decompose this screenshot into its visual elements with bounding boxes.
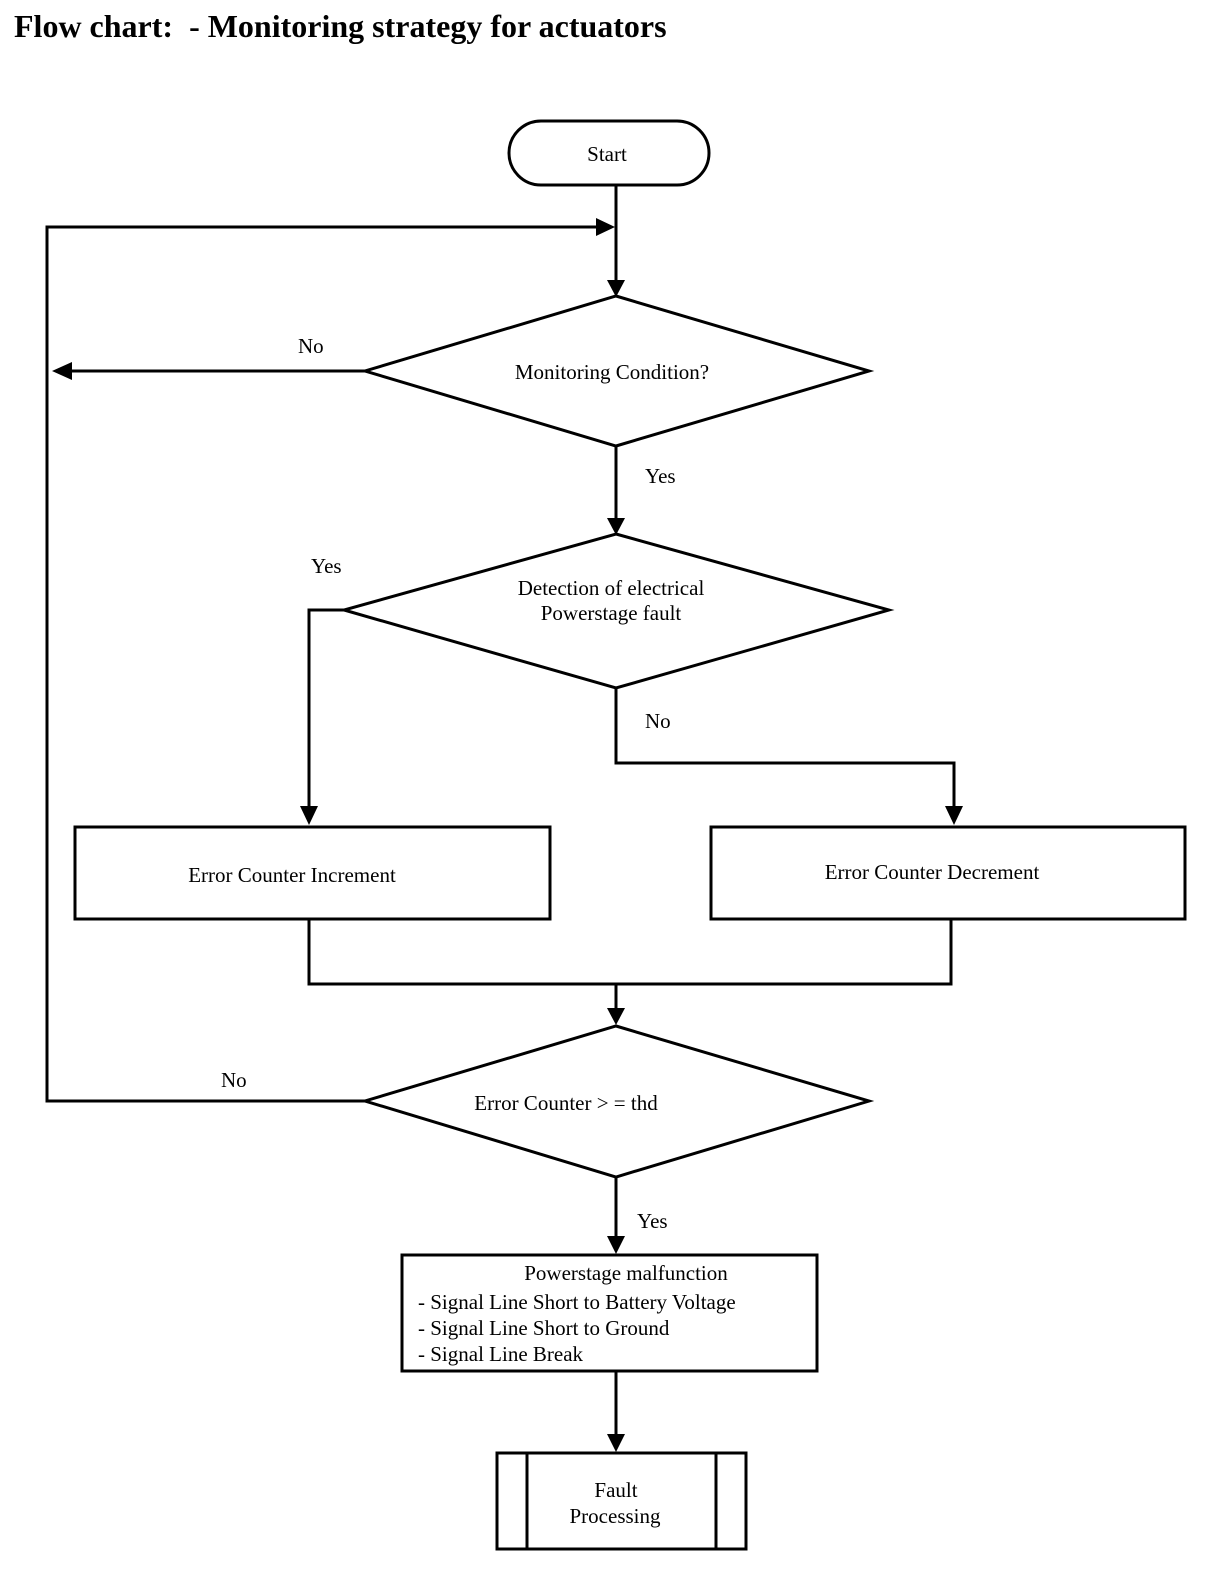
edge-label-threshold-no: No xyxy=(221,1068,247,1092)
monitoring-condition-node: Monitoring Condition? xyxy=(359,294,875,448)
increment-box xyxy=(73,825,552,921)
fault-processing-node: Fault Processing xyxy=(495,1451,748,1551)
edge-label-detection-yes: Yes xyxy=(311,554,342,578)
decrement-node: Error Counter Decrement xyxy=(709,825,1187,921)
decrement-box xyxy=(709,825,1187,921)
connector-detection-no xyxy=(614,688,956,812)
fault-processing-label-line2: Processing xyxy=(570,1504,661,1528)
edge-label-detection-no: No xyxy=(645,709,671,733)
threshold-diamond xyxy=(359,1024,875,1179)
arrow-loop-back-right xyxy=(596,218,615,236)
connector-merge xyxy=(307,919,953,986)
threshold-label: Error Counter > = thd xyxy=(474,1091,658,1115)
arrow-into-increment xyxy=(300,806,318,825)
monitoring-condition-label: Monitoring Condition? xyxy=(515,360,709,384)
arrow-into-malfunction xyxy=(607,1236,625,1254)
malfunction-title: Powerstage malfunction xyxy=(524,1261,728,1285)
detection-label-line1: Detection of electrical xyxy=(518,576,705,600)
malfunction-node: Powerstage malfunction - Signal Line Sho… xyxy=(400,1253,819,1373)
malfunction-box xyxy=(400,1253,819,1373)
edge-labels: No Yes Yes No No Yes xyxy=(221,334,676,1233)
threshold-node: Error Counter > = thd xyxy=(359,1024,875,1179)
detection-label-line2: Powerstage fault xyxy=(541,601,682,625)
connector-detection-yes xyxy=(307,608,344,812)
arrow-monitoring-no xyxy=(52,362,72,380)
edge-label-monitoring-no: No xyxy=(298,334,324,358)
connectors xyxy=(45,185,963,1452)
connector-loop-back xyxy=(45,225,600,1103)
start-node: Start xyxy=(507,119,711,187)
increment-label: Error Counter Increment xyxy=(188,863,396,887)
edge-label-monitoring-yes: Yes xyxy=(645,464,676,488)
edge-label-threshold-yes: Yes xyxy=(637,1209,668,1233)
malfunction-item: - Signal Line Short to Battery Voltage xyxy=(418,1290,736,1314)
start-label: Start xyxy=(587,142,627,166)
arrow-into-decrement xyxy=(945,806,963,825)
malfunction-item: - Signal Line Break xyxy=(418,1342,584,1366)
malfunction-item: - Signal Line Short to Ground xyxy=(418,1316,670,1340)
detection-diamond xyxy=(338,532,895,690)
fault-processing-label-line1: Fault xyxy=(594,1478,637,1502)
detection-node: Detection of electrical Powerstage fault xyxy=(338,532,895,690)
monitoring-condition-diamond xyxy=(359,294,875,448)
start-terminal-shape xyxy=(507,119,711,187)
increment-node: Error Counter Increment xyxy=(73,825,552,921)
arrow-into-detection xyxy=(607,518,625,535)
page-title: Flow chart: - Monitoring strategy for ac… xyxy=(14,8,667,44)
arrow-into-fault xyxy=(607,1434,625,1452)
fault-processing-box xyxy=(495,1451,748,1551)
arrow-into-threshold xyxy=(607,1008,625,1025)
arrow-into-monitoring xyxy=(607,280,625,297)
decrement-label: Error Counter Decrement xyxy=(825,860,1040,884)
